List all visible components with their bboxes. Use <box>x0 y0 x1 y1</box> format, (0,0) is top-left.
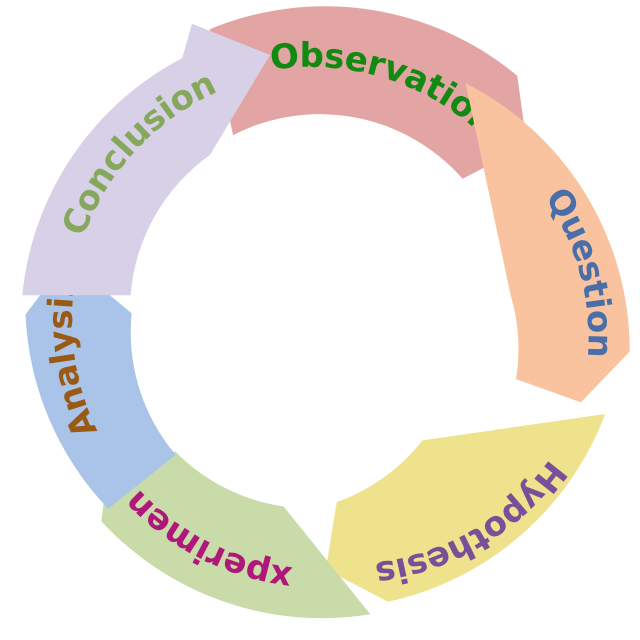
arrow-segment-observation <box>209 6 527 179</box>
arrow-analysis: Analysis <box>25 259 176 509</box>
arrow-hypothesis: Hypothesis <box>325 414 606 602</box>
arrow-conclusion: Conclusion <box>22 23 270 296</box>
arrow-segment-question <box>465 83 630 403</box>
arrow-question: Question <box>465 83 630 403</box>
arrow-segment-analysis <box>25 259 176 509</box>
arrow-segment-conclusion <box>22 23 270 296</box>
arrow-segment-hypothesis <box>325 414 606 602</box>
arrow-segment-experiment <box>101 451 371 619</box>
